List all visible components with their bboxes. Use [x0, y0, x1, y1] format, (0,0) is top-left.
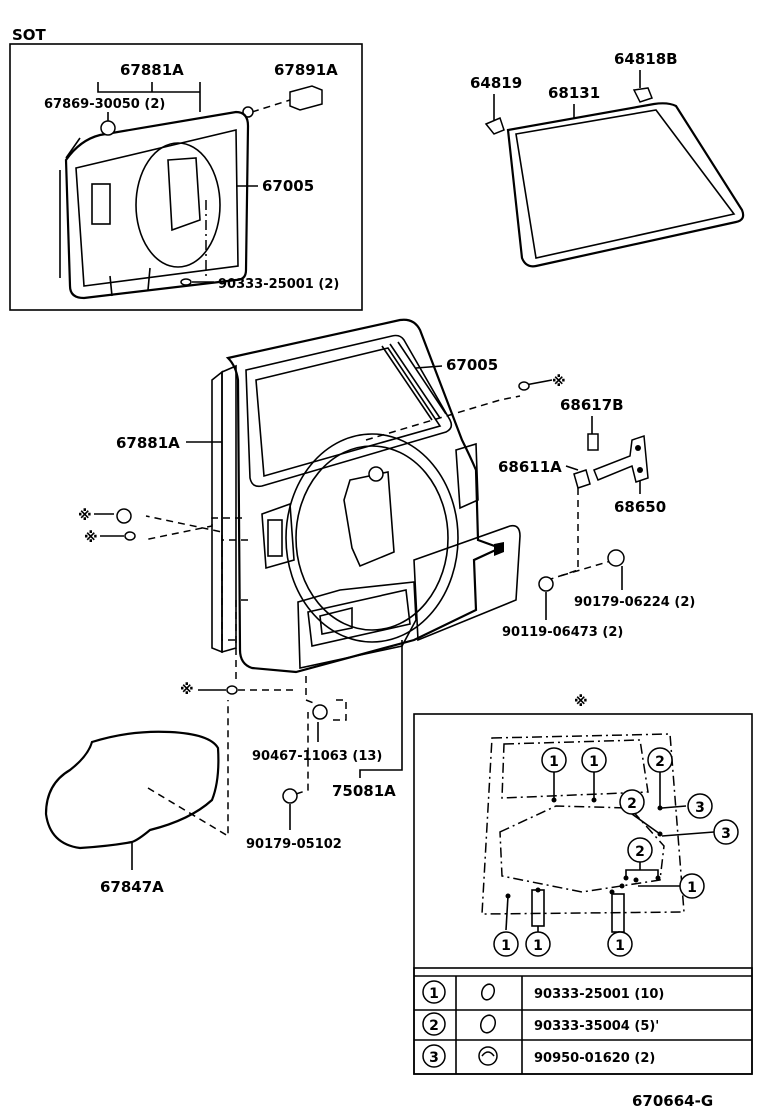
clip-64819 — [484, 116, 505, 135]
inset-door-trim — [59, 110, 250, 300]
clip-left-1 — [116, 508, 132, 524]
clip-64818B — [632, 87, 653, 103]
callout-number: 2 — [655, 754, 665, 770]
callout-number: 2 — [627, 796, 637, 812]
clip-67869 — [100, 120, 116, 136]
grommet-icon — [480, 983, 496, 1001]
label-67005-top[interactable]: 67005 — [262, 177, 314, 195]
asterisk-mark: ※ — [180, 682, 194, 698]
hinge-68650 — [593, 434, 649, 483]
label-90179-05102[interactable]: 90179-05102 — [246, 837, 342, 852]
inset-label: SOT — [12, 26, 47, 44]
callout-number: 1 — [533, 938, 543, 954]
label-64818B[interactable]: 64818B — [614, 50, 678, 68]
callout-number: 1 — [589, 754, 599, 770]
label-90467[interactable]: 90467-11063 (13) — [252, 749, 382, 764]
legend-num: 2 — [429, 1018, 439, 1034]
pin-68617B — [587, 433, 599, 451]
grommet-left — [124, 531, 136, 541]
clip-90179-05102 — [282, 788, 298, 804]
asterisk-mark: ※ — [574, 694, 588, 710]
callout-number: 1 — [549, 754, 559, 770]
cover-sheet-67847A — [44, 730, 220, 850]
leader-67891A — [251, 99, 291, 113]
clip-icon — [478, 1046, 498, 1066]
grommet-67005 — [518, 381, 530, 391]
legend-part: 90333-35004 (5)' — [534, 1019, 659, 1034]
legend-part: 90333-25001 (10) — [534, 987, 664, 1002]
callout-number: 3 — [721, 826, 731, 842]
detail-door-outline — [481, 733, 685, 915]
label-90179-06224[interactable]: 90179-06224 (2) — [574, 595, 695, 610]
asterisk-mark: ※ — [78, 508, 92, 524]
bolt-90119 — [538, 576, 554, 592]
label-67891A[interactable]: 67891A — [274, 61, 338, 79]
bracket-68611A — [573, 469, 591, 489]
asterisk-mark: ※ — [552, 374, 566, 390]
grommet-90333-top — [180, 278, 192, 286]
callout-number: 1 — [615, 938, 625, 954]
figure-code: 670664-G — [632, 1092, 713, 1110]
inset-frame — [9, 43, 363, 311]
label-67881A-main[interactable]: 67881A — [116, 434, 180, 452]
label-75081A[interactable]: 75081A — [332, 782, 396, 800]
callout-number: 2 — [635, 844, 645, 860]
label-67847A[interactable]: 67847A — [100, 878, 164, 896]
grommet-lower — [226, 685, 238, 695]
label-68131[interactable]: 68131 — [548, 84, 600, 102]
grommet-icon — [479, 1014, 497, 1034]
leader-67881A-top — [97, 82, 201, 112]
back-glass-68131 — [506, 102, 745, 268]
label-67869[interactable]: 67869-30050 (2) — [44, 97, 165, 112]
label-68611A[interactable]: 68611A — [498, 458, 562, 476]
label-67005-main[interactable]: 67005 — [446, 356, 498, 374]
label-68650[interactable]: 68650 — [614, 498, 666, 516]
legend-num: 3 — [429, 1050, 439, 1066]
legend-num: 1 — [429, 986, 439, 1002]
callout-number: 1 — [687, 880, 697, 896]
callouts: 1 1 2 2 3 3 2 1 1 1 1 — [493, 747, 739, 957]
legend-part: 90950-01620 (2) — [534, 1051, 655, 1066]
label-90333-top[interactable]: 90333-25001 (2) — [218, 277, 339, 292]
label-67881A-top[interactable]: 67881A — [120, 61, 184, 79]
label-90119[interactable]: 90119-06473 (2) — [502, 625, 623, 640]
clip-90467 — [312, 704, 328, 720]
clip-67891A — [289, 85, 323, 111]
legend-table: 1 2 3 90333-25001 (10) 90333-35004 (5)' … — [413, 967, 753, 1075]
nut-90179-06224 — [607, 549, 625, 567]
label-68617B[interactable]: 68617B — [560, 396, 624, 414]
asterisk-mark: ※ — [84, 530, 98, 546]
callout-number: 1 — [501, 938, 511, 954]
callout-number: 3 — [695, 800, 705, 816]
label-64819[interactable]: 64819 — [470, 74, 522, 92]
